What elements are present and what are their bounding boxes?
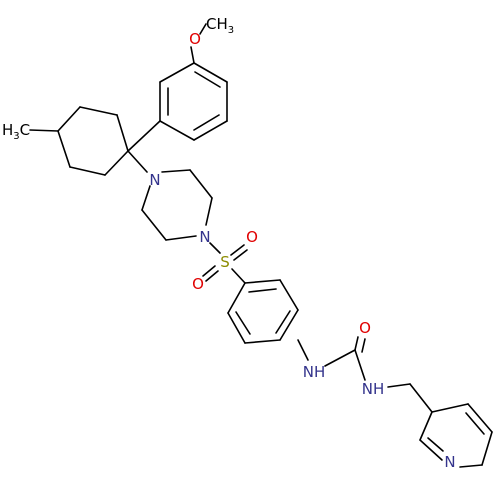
bond-phenyl-inner-3 xyxy=(235,311,251,335)
bond-pyridine-1 xyxy=(431,403,469,413)
bond-aryl-ring-3 xyxy=(193,120,228,141)
methoxy-oxygen-label: O xyxy=(189,30,201,48)
bond-phenyl-nh xyxy=(297,339,309,361)
bond-sulfonyl-o-right-a xyxy=(230,244,245,256)
bond-aryl-ring-6 xyxy=(159,62,195,83)
cyclohexyl-methyl-h: H xyxy=(2,121,13,139)
bond-methoxy-o-ring xyxy=(190,46,195,64)
bond-methoxy-ch3-o xyxy=(199,23,207,35)
bond-pyridine-3 xyxy=(481,431,493,466)
bond-pyridine-6 xyxy=(419,411,433,441)
methoxy-methyl-label: CH3 xyxy=(206,15,234,36)
bond-sulfonyl-o-right-b xyxy=(233,249,248,261)
bond-phenyl-1 xyxy=(244,279,281,284)
piperazine-nitrogen-bottom-label: N xyxy=(199,228,210,246)
bond-piperazine-6 xyxy=(141,185,151,211)
bond-phenyl-2 xyxy=(279,279,299,311)
bond-phenyl-3 xyxy=(279,309,299,341)
bond-piperazine-2 xyxy=(189,169,213,199)
bond-pyridine-2 xyxy=(467,403,493,433)
bond-phenyl-inner-2 xyxy=(275,310,291,334)
bond-carbonyl-nh xyxy=(354,349,366,381)
urea-nh-aryl-label: NH xyxy=(303,363,326,381)
bond-ch2-pyridine xyxy=(409,383,433,413)
bond-cyclohexyl-piperazine xyxy=(127,150,148,173)
methoxy-methyl-subscript: 3 xyxy=(228,25,234,36)
atom-label-layer: O CH3 H3C N N S O O O NH NH N xyxy=(2,15,456,471)
bond-cyclohexyl-methyl xyxy=(29,129,59,132)
urea-oxygen-label: O xyxy=(359,319,371,337)
bond-piperazine-3 xyxy=(205,197,213,226)
bond-cyclohexane-3 xyxy=(57,106,81,132)
bond-pyridine-inner-1 xyxy=(465,412,485,435)
bond-carbonyl-o-a xyxy=(354,336,359,351)
bond-phenyl-4 xyxy=(244,339,281,344)
bond-cyclohexane-2 xyxy=(79,106,118,116)
bond-cyclohexane-1 xyxy=(116,114,129,152)
bond-piperazine-5 xyxy=(141,209,167,241)
bond-nh-carbonyl xyxy=(324,349,356,367)
bond-pyridine-5 xyxy=(419,439,443,461)
bond-aryl-ring-1 xyxy=(193,62,228,83)
bond-carbonyl-o-b xyxy=(361,338,366,353)
bond-aryl-ring-inner-2 xyxy=(193,114,220,131)
bond-phenyl-inner-1 xyxy=(248,288,277,293)
bond-piperazine-sulfonyl xyxy=(209,242,221,254)
bond-phenyl-5 xyxy=(227,312,246,344)
bond-pyridine-4 xyxy=(459,464,483,468)
cyclohexyl-methyl-c: C xyxy=(20,121,30,139)
bond-piperazine-1 xyxy=(161,169,191,173)
bond-cyclohexane-4 xyxy=(57,130,71,168)
bond-pyridine-inner-2 xyxy=(427,437,444,452)
methoxy-methyl-ch: CH xyxy=(206,15,228,33)
bond-sulfonyl-o-left-b xyxy=(205,270,219,282)
bond-nh-ch2 xyxy=(387,383,411,388)
piperazine-nitrogen-top-label: N xyxy=(149,171,160,189)
sulfonyl-oxygen-right-label: O xyxy=(246,228,258,246)
bond-cyclohexane-6 xyxy=(104,150,129,176)
bond-aryl-ring-4 xyxy=(159,120,195,141)
bond-sulfonyl-o-left-a xyxy=(202,265,216,277)
bond-piperazine-4 xyxy=(165,235,197,241)
bond-aryl-ring-inner-1 xyxy=(194,71,221,88)
urea-nh-methyl-label: NH xyxy=(362,380,385,398)
bond-layer xyxy=(29,23,493,468)
sulfonyl-oxygen-left-label: O xyxy=(192,275,204,293)
bond-phenyl-6 xyxy=(227,282,246,314)
bond-aryl-cyclohexyl xyxy=(127,120,161,152)
sulfonyl-sulfur-label: S xyxy=(220,253,230,271)
pyridine-nitrogen-label: N xyxy=(444,453,455,471)
bond-cyclohexane-5 xyxy=(69,166,106,176)
bond-sulfonyl-phenyl xyxy=(231,268,246,284)
cyclohexyl-methyl-subscript: 3 xyxy=(13,131,19,142)
cyclohexyl-methyl-label: H3C xyxy=(2,121,30,142)
